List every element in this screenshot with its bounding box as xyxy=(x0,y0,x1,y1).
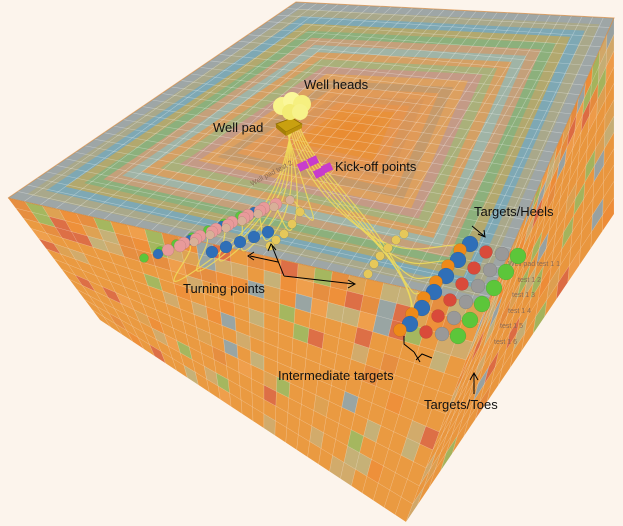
turning-point-marker xyxy=(375,251,385,261)
toe-target-marker xyxy=(461,311,479,329)
well-label-1-2: test 1 2 xyxy=(518,277,541,284)
turning-point-marker xyxy=(369,259,379,269)
grid-top-face xyxy=(8,2,614,306)
toe-target-marker xyxy=(458,294,474,310)
toe-target-marker xyxy=(482,262,498,278)
well-head-marker xyxy=(292,104,308,120)
heel-target-marker xyxy=(219,240,233,254)
toe-target-marker xyxy=(139,253,149,263)
intermediate-target-marker xyxy=(431,309,445,323)
grid-block xyxy=(7,1,615,522)
kick-off-point-marker xyxy=(320,162,334,174)
label-well-pad: Well pad xyxy=(213,120,263,135)
turning-point-marker xyxy=(279,229,289,239)
toe-target-marker xyxy=(434,326,450,342)
annotations: Well heads Well pad Kick-off points Targ… xyxy=(183,77,554,412)
grid-right-face xyxy=(406,18,614,522)
turning-point-marker xyxy=(285,195,295,205)
heel-target-marker xyxy=(261,225,275,239)
intermediate-target-marker xyxy=(455,277,469,291)
well-labels-group-1: Well pad test 1 1 test 1 2 test 1 3 test… xyxy=(494,261,560,346)
well-label-1-6: test 1 6 xyxy=(494,339,517,346)
intermediate-target-marker xyxy=(173,239,187,253)
toe-target-marker xyxy=(470,278,486,294)
kick-off-point-marker xyxy=(296,160,310,172)
toe-target-marker xyxy=(497,263,515,281)
turning-point-marker xyxy=(399,229,409,239)
turning-point-marker xyxy=(189,237,199,247)
well-heads xyxy=(273,92,311,120)
label-intermediate-targets: Intermediate targets xyxy=(278,368,394,383)
turning-point-marker xyxy=(383,243,393,253)
label-well-heads: Well heads xyxy=(304,77,369,92)
toe-target-marker xyxy=(473,295,491,313)
well-label-1-4: test 1 4 xyxy=(508,308,531,315)
heel-target-marker xyxy=(247,230,261,244)
heel-target-marker xyxy=(233,235,247,249)
intermediate-target-marker xyxy=(467,261,481,275)
well-label-1-5: test 1 5 xyxy=(500,323,523,330)
intermediate-target-marker xyxy=(419,325,433,339)
label-targets-toes: Targets/Toes xyxy=(424,397,498,412)
heel-target-marker xyxy=(152,248,164,260)
kick-off-point-marker xyxy=(306,155,320,167)
label-kick-off-points: Kick-off points xyxy=(335,159,417,174)
intermediate-target-marker xyxy=(443,293,457,307)
turning-point-marker xyxy=(287,219,297,229)
turning-point-marker xyxy=(363,269,373,279)
toe-target-marker xyxy=(485,279,503,297)
toe-target-marker xyxy=(449,327,467,345)
label-turning-points: Turning points xyxy=(183,281,265,296)
turning-point-marker xyxy=(391,235,401,245)
toe-target-marker xyxy=(509,247,527,265)
kick-off-point-marker xyxy=(312,167,326,179)
well-label-1-1: Well pad test 1 1 xyxy=(508,261,560,268)
intermediate-target-marker xyxy=(161,243,175,257)
well-pad xyxy=(275,117,303,136)
turning-point-marker xyxy=(221,223,231,233)
turning-point-marker xyxy=(271,235,281,245)
intermediate-target-marker xyxy=(479,245,493,259)
turning-point-marker xyxy=(237,216,247,226)
turning-point-marker xyxy=(295,207,305,217)
well-markers xyxy=(139,155,527,345)
heel-target-marker xyxy=(205,245,219,259)
label-targets-heels: Targets/Heels xyxy=(474,204,554,219)
toe-target-marker xyxy=(494,246,510,262)
turning-point-marker xyxy=(253,209,263,219)
well-label-1-3: test 1 3 xyxy=(512,292,535,299)
intermediate-target-marker xyxy=(393,323,407,337)
toe-target-marker xyxy=(446,310,462,326)
turning-point-marker xyxy=(269,202,279,212)
annotation-arrows xyxy=(247,225,486,394)
turning-point-marker xyxy=(205,230,215,240)
